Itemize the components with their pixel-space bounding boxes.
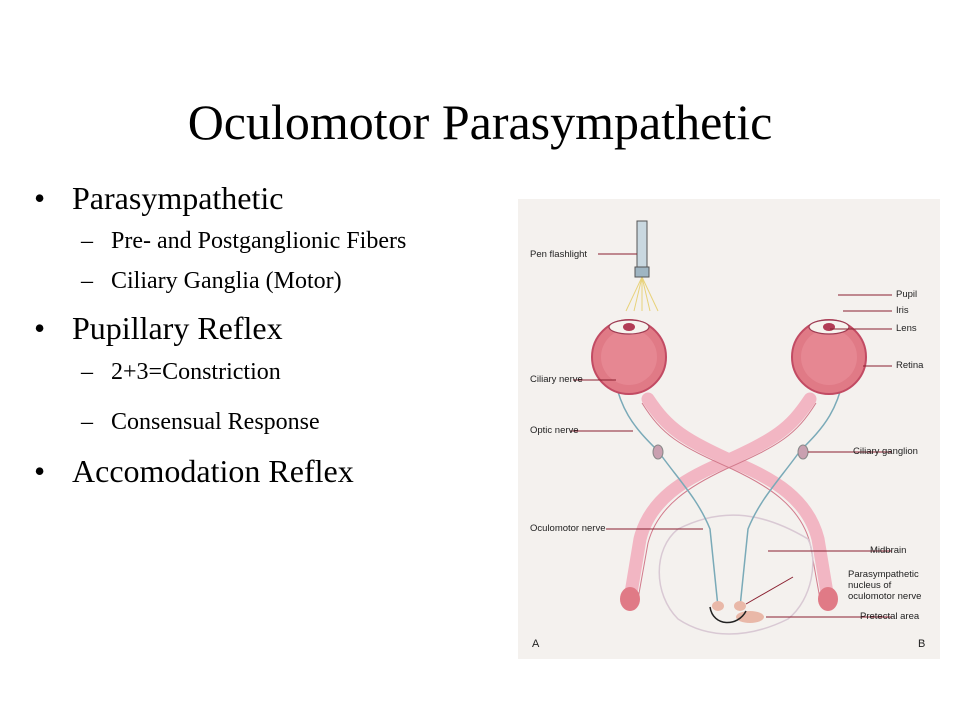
- diagram-drawing: [570, 220, 892, 635]
- label-pretectal-area: Pretectal area: [860, 611, 920, 622]
- left-ciliary-ganglion-shape: [652, 444, 664, 460]
- bullet-text: Accomodation Reflex: [72, 453, 354, 489]
- sub-bullet-consensual: – Consensual Response: [34, 407, 474, 437]
- midbrain-outline: [658, 514, 814, 635]
- label-panel-b: B: [918, 638, 926, 650]
- dash-icon: –: [81, 228, 93, 254]
- leader-lines: [570, 253, 892, 618]
- slide-title: Oculomotor Parasympathetic: [187, 94, 773, 150]
- bullet-text: Pupillary Reflex: [72, 310, 283, 346]
- light-beam: [625, 276, 659, 312]
- pen-flashlight-shape: [634, 220, 650, 278]
- label-ciliary-ganglion: Ciliary ganglion: [853, 446, 918, 457]
- label-oculomotor-nerve: Oculomotor nerve: [530, 523, 606, 534]
- label-pupil: Pupil: [896, 289, 918, 300]
- bullet-text: Parasympathetic: [72, 180, 284, 216]
- bullet-parasympathetic: • Parasympathetic: [34, 178, 474, 218]
- sub-bullet-ciliary-ganglia: – Ciliary Ganglia (Motor): [34, 266, 474, 296]
- bullet-pupillary-reflex: • Pupillary Reflex: [34, 308, 474, 348]
- bullet-icon: •: [34, 310, 46, 346]
- right-eye-shape: [791, 319, 867, 395]
- pupillary-reflex-diagram: Pen flashlight Pupil Iris Lens Retina Ci…: [518, 199, 940, 659]
- label-retina: Retina: [896, 360, 924, 371]
- sub-bullet-constriction: – 2+3=Constriction: [34, 357, 474, 387]
- label-midbrain: Midbrain: [870, 545, 907, 556]
- label-ciliary-nerve: Ciliary nerve: [530, 374, 583, 385]
- label-optic-nerve: Optic nerve: [530, 425, 579, 436]
- bullet-icon: •: [34, 180, 46, 216]
- optic-pathway-outline: [637, 402, 821, 600]
- dash-icon: –: [81, 409, 93, 435]
- right-geniculate-shape: [818, 587, 838, 611]
- label-lens: Lens: [896, 323, 917, 334]
- sub-bullet-text: Ciliary Ganglia (Motor): [111, 268, 342, 294]
- label-parasympathetic-nucleus: Parasympathetic nucleus of oculomotor ne…: [848, 569, 922, 602]
- dash-icon: –: [81, 359, 93, 385]
- sub-bullet-text: 2+3=Constriction: [111, 359, 281, 385]
- label-iris: Iris: [896, 305, 909, 316]
- left-eye-shape: [591, 319, 667, 395]
- bullet-list: • Parasympathetic – Pre- and Postganglio…: [34, 178, 474, 491]
- bullet-accomodation-reflex: • Accomodation Reflex: [34, 451, 474, 491]
- label-panel-a: A: [532, 638, 540, 650]
- right-nucleus-shape: [734, 601, 746, 611]
- label-pen-flashlight: Pen flashlight: [530, 249, 588, 260]
- dash-icon: –: [81, 268, 93, 294]
- pretectal-shape: [736, 611, 764, 623]
- pretectal-link: [709, 606, 747, 624]
- left-geniculate-shape: [620, 587, 640, 611]
- right-ciliary-ganglion-shape: [797, 444, 809, 460]
- sub-bullet-fibers: – Pre- and Postganglionic Fibers: [34, 226, 474, 256]
- sub-bullet-text: Pre- and Postganglionic Fibers: [111, 228, 407, 254]
- sub-bullet-text: Consensual Response: [111, 409, 320, 435]
- left-nucleus-shape: [712, 601, 724, 611]
- bullet-icon: •: [34, 453, 46, 489]
